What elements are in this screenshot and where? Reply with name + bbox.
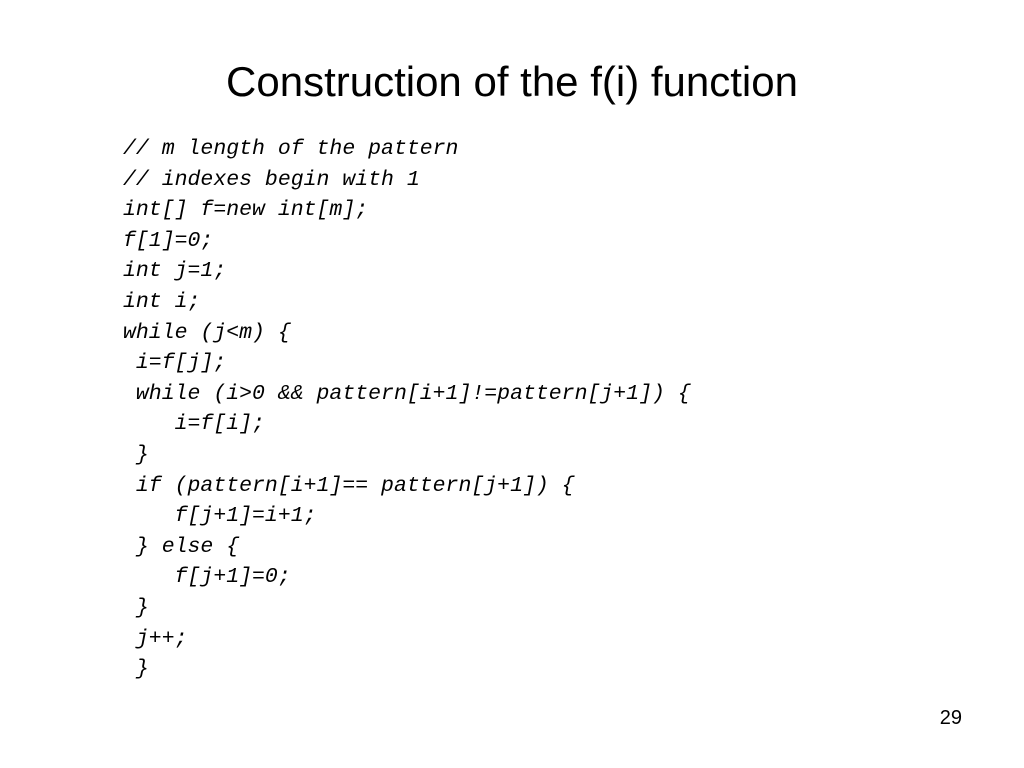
code-line: // m length of the pattern <box>123 137 459 161</box>
slide-title: Construction of the f(i) function <box>226 58 798 105</box>
code-line: // indexes begin with 1 <box>123 167 420 192</box>
code-line: while (i>0 && pattern[i+1]!=pattern[j+1]… <box>123 381 691 406</box>
code-line: f[j+1]=0; <box>123 565 291 590</box>
page-number: 29 <box>939 707 962 729</box>
code-line: } <box>123 442 149 467</box>
code-line: f[1]=0; <box>123 228 214 253</box>
code-line: j++; <box>123 626 188 651</box>
code-line: int j=1; <box>123 259 227 284</box>
code-line: i=f[j]; <box>123 351 227 376</box>
code-line: } else { <box>123 534 240 559</box>
code-line: i=f[i]; <box>123 412 265 437</box>
code-line: while (j<m) { <box>123 320 291 345</box>
code-line: } <box>123 657 149 682</box>
code-block: // m length of the pattern // indexes be… <box>123 134 691 685</box>
code-line: } <box>123 595 149 620</box>
code-line: if (pattern[i+1]== pattern[j+1]) { <box>123 473 575 498</box>
code-line: f[j+1]=i+1; <box>123 504 317 529</box>
code-line: int[] f=new int[m]; <box>123 198 369 223</box>
code-line: int i; <box>123 289 201 314</box>
